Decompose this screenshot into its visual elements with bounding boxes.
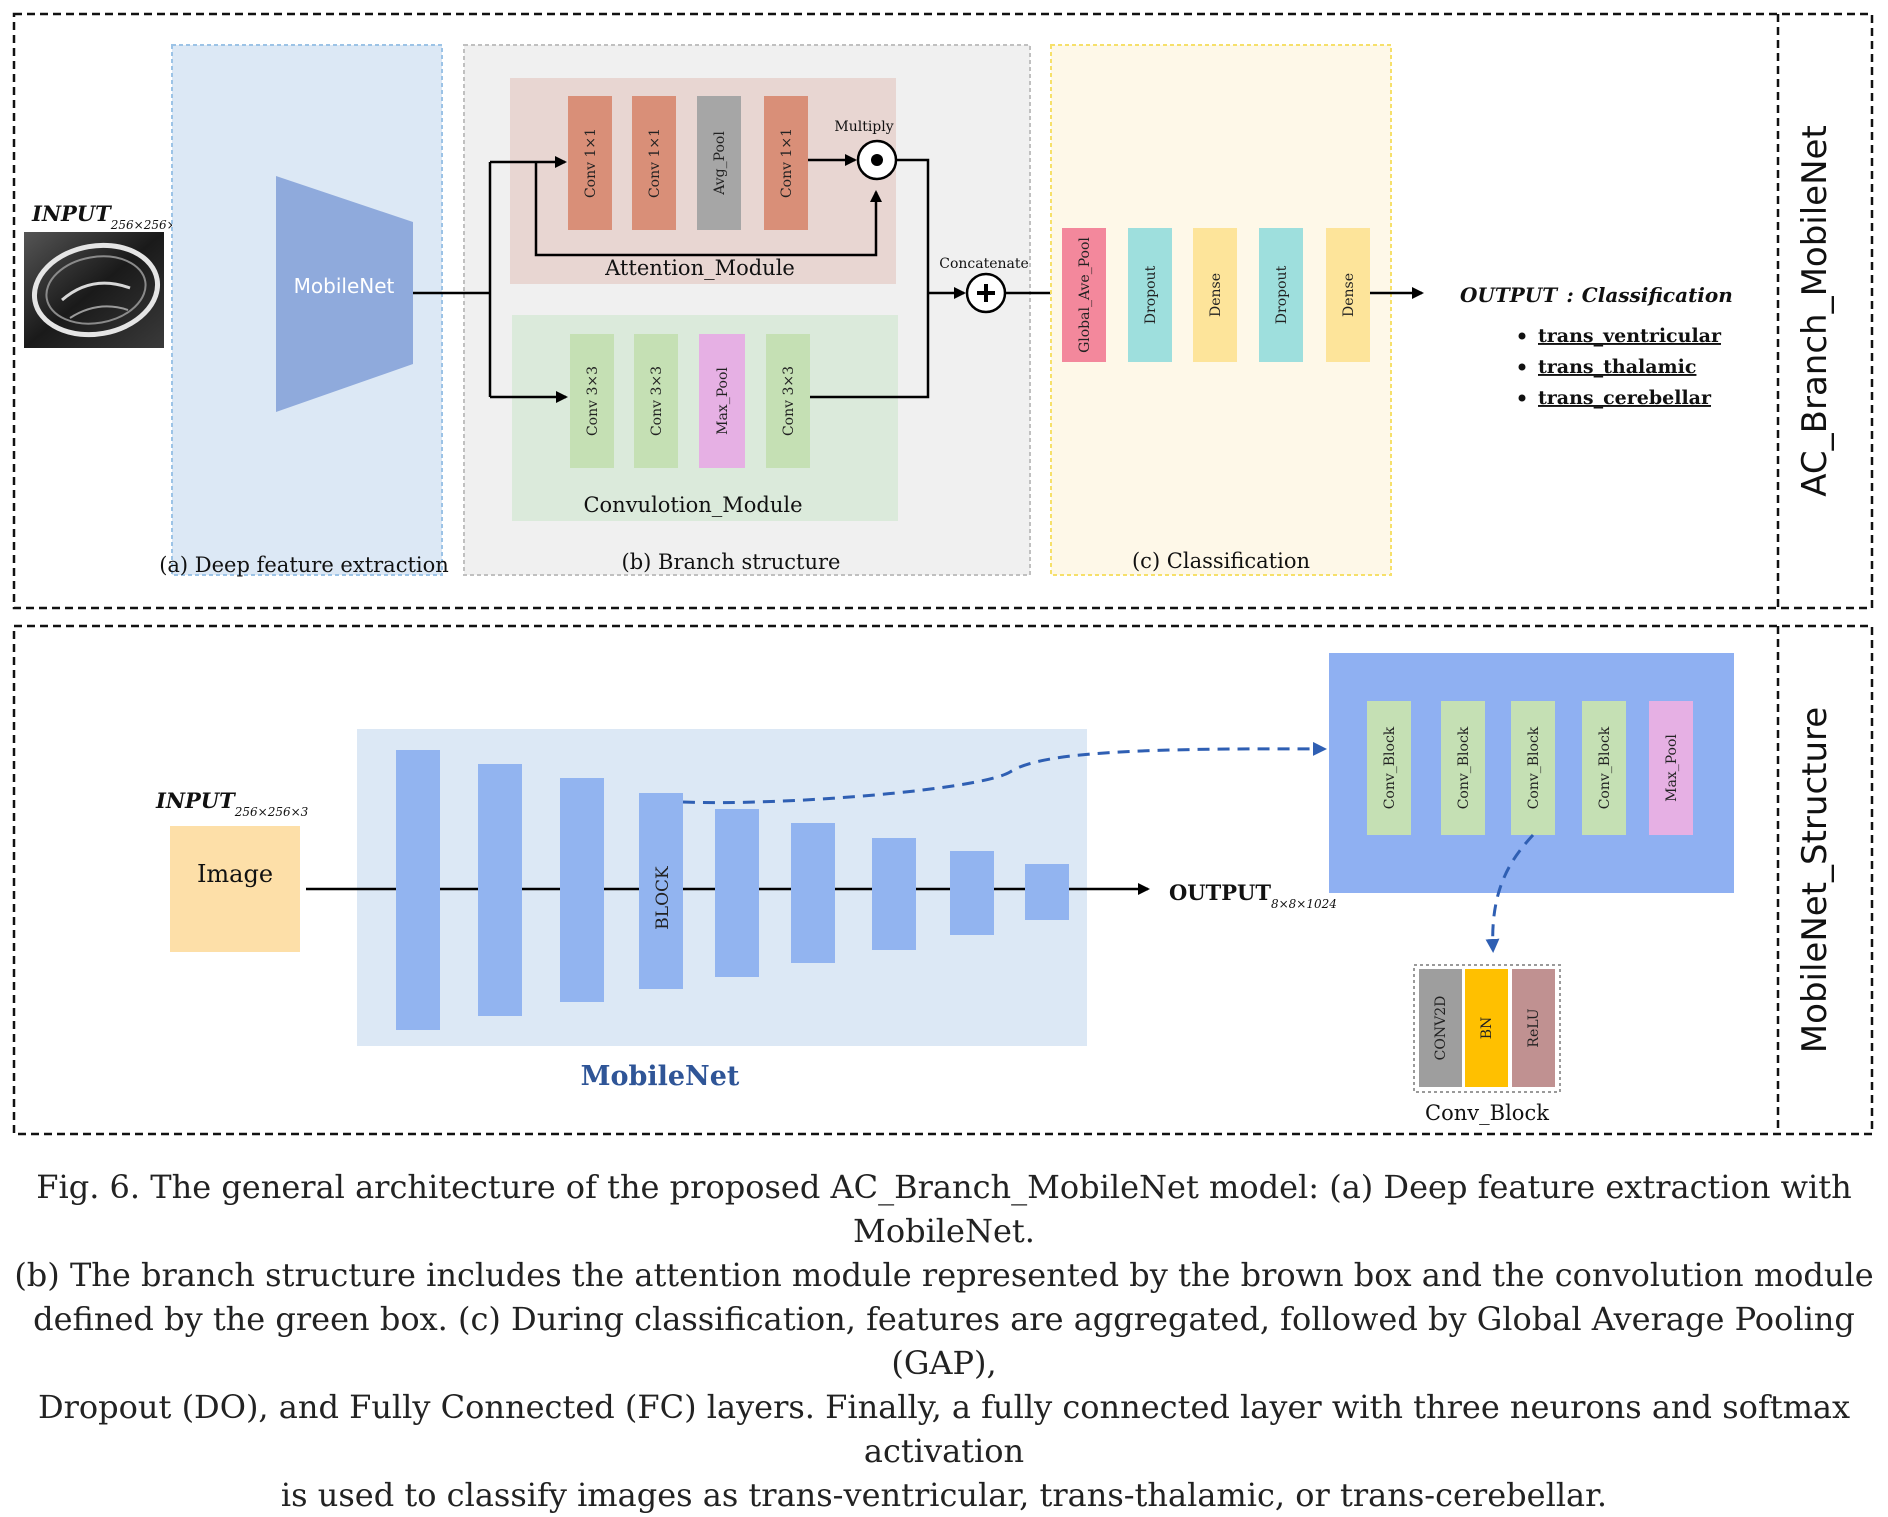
caption-line: Fig. 6. The general architecture of the … xyxy=(36,1168,1852,1250)
top-side-title: AC_Branch_MobileNet xyxy=(1795,125,1835,497)
svg-text:Conv_Block: Conv_Block xyxy=(1382,726,1398,809)
concatenate-operator-icon xyxy=(965,272,1007,314)
section-c-label: (c) Classification xyxy=(1132,549,1310,573)
svg-text:Max_Pool: Max_Pool xyxy=(715,367,731,435)
svg-text:ReLU: ReLU xyxy=(1526,1008,1542,1047)
classification-gap-block: Global_Ave_Pool xyxy=(1062,228,1106,362)
block-expansion-dashed-arrow xyxy=(682,741,1327,805)
convolution-block: Conv 3×3 xyxy=(766,334,810,468)
architecture-diagram: AC_Branch_MobileNet INPUT256×256×3 Mobil… xyxy=(12,12,1874,1136)
relu-layer: ReLU xyxy=(1512,969,1555,1087)
bottom-input-label: INPUT256×256×3 xyxy=(155,788,309,819)
svg-text:trans_cerebellar: trans_cerebellar xyxy=(1538,387,1712,409)
svg-text:Conv 3×3: Conv 3×3 xyxy=(649,366,665,436)
conv-block-detail-frame xyxy=(1413,964,1561,1093)
svg-text:Dropout: Dropout xyxy=(1143,265,1159,324)
attention-block: Conv 1×1 xyxy=(764,96,808,230)
attention-avg-pool-block: Avg_Pool xyxy=(697,96,741,230)
convolution-block: Conv 3×3 xyxy=(570,334,614,468)
ultrasound-input-image xyxy=(24,232,164,348)
top-panel-frame xyxy=(12,12,1874,610)
bottom-side-title: MobileNet_Structure xyxy=(1795,707,1835,1053)
svg-text:Global_Ave_Pool: Global_Ave_Pool xyxy=(1077,237,1093,353)
mobilenet-block-layer xyxy=(639,793,683,989)
caption-line: defined by the green box. (c) During cla… xyxy=(33,1300,1855,1382)
caption-line: is used to classify images as trans-vent… xyxy=(280,1476,1608,1514)
svg-text:Conv 3×3: Conv 3×3 xyxy=(585,366,601,436)
mobilenet-layer xyxy=(872,838,916,950)
convolution-block: Conv 3×3 xyxy=(634,334,678,468)
bottom-panel-frame xyxy=(12,624,1874,1136)
svg-text:Dense: Dense xyxy=(1341,273,1357,317)
svg-text:trans_ventricular: trans_ventricular xyxy=(1538,325,1722,347)
expanded-conv-block: Conv_Block xyxy=(1367,701,1411,835)
svg-text:Conv 1×1: Conv 1×1 xyxy=(779,128,795,198)
mobilenet-layer xyxy=(478,764,522,1016)
convolution-output-line xyxy=(810,293,930,399)
expanded-conv-block: Conv_Block xyxy=(1582,701,1626,835)
mobilenet-backbone-label: MobileNet xyxy=(294,274,395,298)
svg-text:CONV2D: CONV2D xyxy=(1433,996,1449,1061)
top-input-label: INPUT256×256×3 xyxy=(31,201,185,232)
convolution-module-title: Convulotion_Module xyxy=(583,493,802,517)
expanded-conv-block: Conv_Block xyxy=(1511,701,1555,835)
multiply-operator-icon xyxy=(856,139,898,181)
output-class-item: trans_ventricular xyxy=(1518,325,1722,347)
caption-line: Dropout (DO), and Fully Connected (FC) l… xyxy=(37,1388,1851,1470)
mobilenet-backbone-block xyxy=(276,176,413,412)
svg-text:Max_Pool: Max_Pool xyxy=(1664,734,1680,802)
classification-dropout-block: Dropout xyxy=(1259,228,1303,362)
attention-skip-connection xyxy=(534,162,882,257)
output-class-item: trans_thalamic xyxy=(1518,356,1696,378)
attention-output-line xyxy=(896,158,930,293)
classification-dropout-block: Dropout xyxy=(1128,228,1172,362)
output-class-item: trans_cerebellar xyxy=(1518,387,1712,409)
conv-block-detail-dashed-arrow xyxy=(1485,833,1535,953)
svg-text:Avg_Pool: Avg_Pool xyxy=(712,131,728,196)
svg-text:Dropout: Dropout xyxy=(1274,265,1290,324)
svg-text:Conv 1×1: Conv 1×1 xyxy=(583,128,599,198)
section-b-label: (b) Branch structure xyxy=(622,550,841,574)
svg-text:Conv_Block: Conv_Block xyxy=(1526,726,1542,809)
conv-block-detail-title: Conv_Block xyxy=(1425,1101,1549,1125)
mobilenet-layer xyxy=(950,851,994,935)
mobilenet-block-label: BLOCK xyxy=(653,866,673,930)
svg-text:Dense: Dense xyxy=(1208,273,1224,317)
svg-text:Conv_Block: Conv_Block xyxy=(1456,726,1472,809)
attention-block: Conv 1×1 xyxy=(568,96,612,230)
attention-block: Conv 1×1 xyxy=(632,96,676,230)
classification-dense-block: Dense xyxy=(1193,228,1237,362)
expanded-max-pool-block: Max_Pool xyxy=(1649,701,1693,835)
image-input-label: Image xyxy=(197,860,273,888)
image-input-box xyxy=(170,826,300,952)
svg-text:trans_thalamic: trans_thalamic xyxy=(1538,356,1696,378)
section-a-label: (a) Deep feature extraction xyxy=(159,553,449,577)
svg-text:BN: BN xyxy=(1479,1017,1495,1040)
top-output-heading: OUTPUT:Classification xyxy=(1460,283,1733,307)
mobilenet-layer xyxy=(791,823,835,963)
mobilenet-layer xyxy=(1025,864,1069,920)
mobilenet-layer xyxy=(396,750,440,1030)
bottom-output-label: OUTPUT8×8×1024 xyxy=(1169,880,1337,911)
mobilenet-structure-label: MobileNet xyxy=(581,1061,740,1092)
classification-dense-block: Dense xyxy=(1326,228,1370,362)
expanded-conv-block: Conv_Block xyxy=(1441,701,1485,835)
multiply-label: Multiply xyxy=(834,119,893,135)
caption-line: (b) The branch structure includes the at… xyxy=(14,1256,1874,1294)
concatenate-label: Concatenate xyxy=(939,256,1029,272)
attention-module-title: Attention_Module xyxy=(604,256,795,280)
mobilenet-layer xyxy=(715,809,759,977)
figure-caption: Fig. 6. The general architecture of the … xyxy=(0,1165,1888,1517)
bn-layer: BN xyxy=(1465,969,1508,1087)
mobilenet-layer xyxy=(560,778,604,1002)
convolution-max-pool-block: Max_Pool xyxy=(699,334,745,468)
svg-text:Conv 1×1: Conv 1×1 xyxy=(647,128,663,198)
svg-text:Conv_Block: Conv_Block xyxy=(1597,726,1613,809)
svg-text:Conv 3×3: Conv 3×3 xyxy=(781,366,797,436)
conv2d-layer: CONV2D xyxy=(1419,969,1462,1087)
